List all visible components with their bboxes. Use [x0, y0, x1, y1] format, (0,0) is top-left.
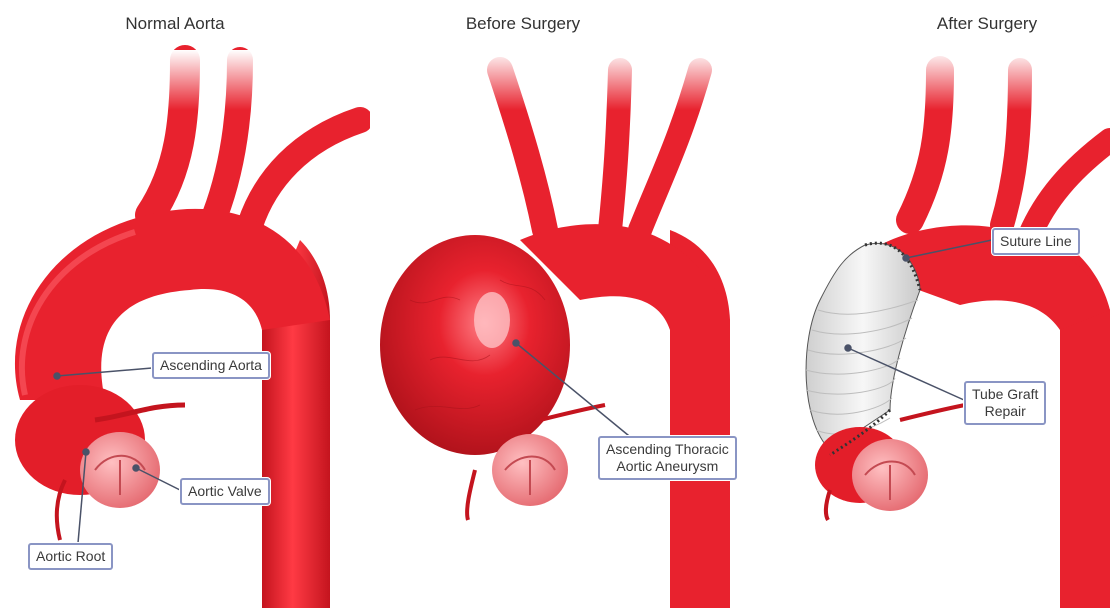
aneurysm-illustration [370, 0, 740, 608]
label-tube-graft-line2: Repair [972, 403, 1038, 420]
label-aortic-valve: Aortic Valve [180, 478, 270, 505]
label-tube-graft-line1: Tube Graft [972, 386, 1038, 403]
label-aneurysm-line2: Aortic Aneurysm [606, 458, 729, 475]
panel-after-surgery: After Surgery [740, 0, 1110, 608]
panel-normal-aorta: Normal Aorta [0, 0, 370, 608]
label-aortic-root: Aortic Root [28, 543, 113, 570]
normal-aorta-illustration [0, 0, 370, 608]
label-tube-graft: Tube Graft Repair [964, 381, 1046, 425]
label-ascending-aorta: Ascending Aorta [152, 352, 270, 379]
panel-before-surgery: Before Surgery [370, 0, 740, 608]
label-suture-line: Suture Line [992, 228, 1080, 255]
label-aneurysm: Ascending Thoracic Aortic Aneurysm [598, 436, 737, 480]
label-aneurysm-line1: Ascending Thoracic [606, 441, 729, 458]
graft-repair-illustration [740, 0, 1110, 608]
aneurysm-bulge [380, 235, 570, 455]
aortic-valve-shape [80, 432, 160, 508]
